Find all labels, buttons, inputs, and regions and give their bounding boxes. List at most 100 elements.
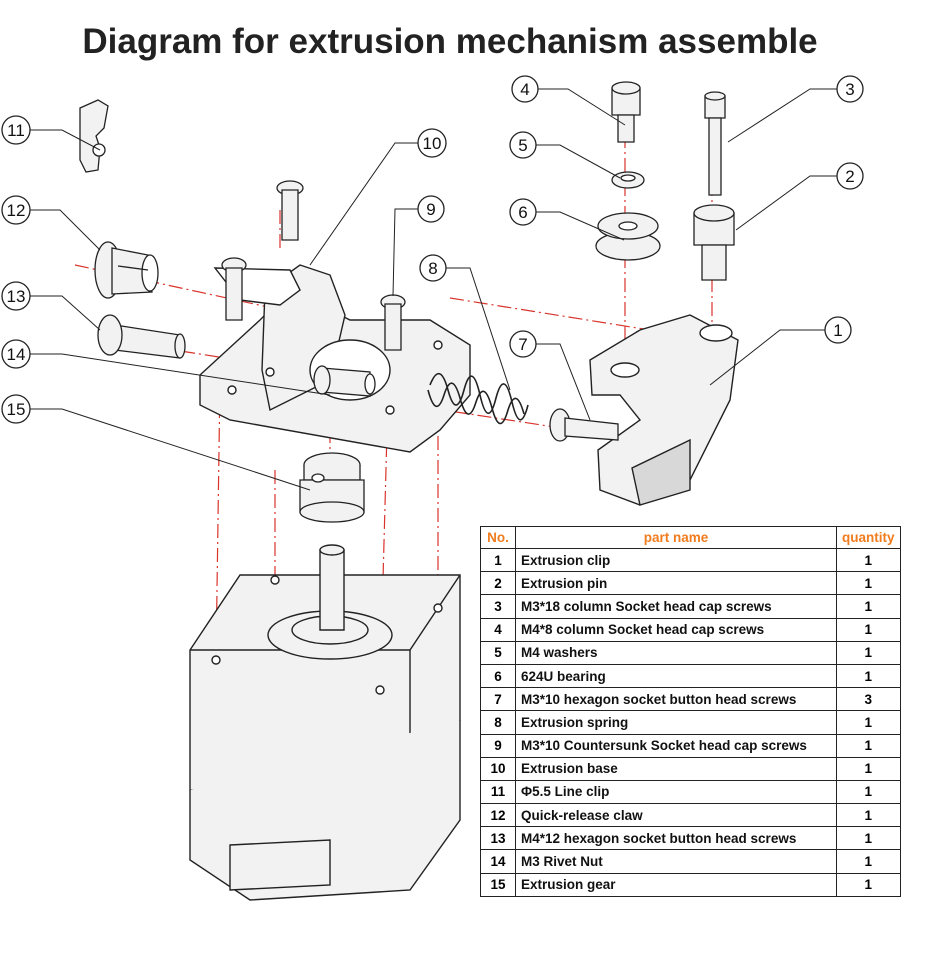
part-quantity: 1 xyxy=(836,663,901,689)
part-12-quick-release-claw xyxy=(94,241,159,299)
leader-lines xyxy=(30,88,837,491)
part-8-extrusion-spring xyxy=(427,372,529,425)
svg-text:3: 3 xyxy=(845,80,854,99)
part-name: M4*12 hexagon socket button head screws xyxy=(515,826,837,851)
header-part-name: part name xyxy=(515,526,837,549)
callout-4: 4 xyxy=(511,75,539,103)
part-name: M3 Rivet Nut xyxy=(515,849,837,874)
callout-15: 15 xyxy=(1,394,31,424)
part-quantity: 1 xyxy=(836,571,901,596)
header-quantity: quantity xyxy=(836,526,901,549)
part-name: M3*18 column Socket head cap screws xyxy=(515,594,837,619)
part-15-extrusion-gear xyxy=(299,452,365,523)
part-number: 15 xyxy=(480,872,516,897)
part-number: 10 xyxy=(480,756,516,781)
callout-12: 12 xyxy=(1,195,31,225)
diagram-title: Diagram for extrusion mechanism assemble xyxy=(82,22,818,61)
header-no: No. xyxy=(480,526,516,549)
part-1-extrusion-clip xyxy=(589,314,739,506)
part-name: Extrusion base xyxy=(515,756,837,781)
part-name: M3*10 hexagon socket button head screws xyxy=(515,687,837,712)
svg-text:9: 9 xyxy=(426,200,435,219)
part-quantity: 1 xyxy=(836,617,901,642)
part-quantity: 1 xyxy=(836,640,901,665)
part-name: Quick-release claw xyxy=(515,803,837,828)
part-quantity: 1 xyxy=(836,594,901,619)
callout-6: 6 xyxy=(509,198,537,226)
part-number: 14 xyxy=(480,849,516,874)
callout-8: 8 xyxy=(419,254,447,282)
part-number: 1 xyxy=(480,547,516,573)
part-name: Extrusion clip xyxy=(515,547,837,573)
part-name: Extrusion spring xyxy=(515,710,837,735)
part-number: 6 xyxy=(480,663,516,689)
part-number: 13 xyxy=(480,826,516,851)
callout-14: 14 xyxy=(1,339,31,369)
part-name: M4 washers xyxy=(515,640,837,665)
part-6-bearing xyxy=(595,212,661,261)
part-quantity: 1 xyxy=(836,710,901,735)
svg-text:5: 5 xyxy=(518,136,527,155)
part-13-button-screw xyxy=(97,314,186,359)
part-number: 9 xyxy=(480,733,516,758)
part-number: 5 xyxy=(480,640,516,665)
part-number: 8 xyxy=(480,710,516,735)
part-quantity: 1 xyxy=(836,826,901,851)
svg-text:2: 2 xyxy=(845,167,854,186)
part-name: M4*8 column Socket head cap screws xyxy=(515,617,837,642)
svg-text:8: 8 xyxy=(428,259,437,278)
callout-7: 7 xyxy=(509,330,537,358)
callout-10: 10 xyxy=(417,128,447,158)
part-name: Φ5.5 Line clip xyxy=(515,779,837,805)
callout-3: 3 xyxy=(836,75,864,103)
svg-text:13: 13 xyxy=(7,287,26,306)
part-14-rivet-nut xyxy=(313,365,376,397)
part-5-washer xyxy=(611,171,645,189)
part-9-countersunk-screws xyxy=(221,180,406,351)
part-11-line-clip xyxy=(79,99,109,173)
part-number: 3 xyxy=(480,594,516,619)
part-4-socket-screw xyxy=(611,81,641,143)
stepper-motor xyxy=(189,544,461,901)
svg-text:7: 7 xyxy=(518,335,527,354)
part-quantity: 1 xyxy=(836,779,901,805)
part-quantity: 3 xyxy=(836,687,901,712)
callout-2: 2 xyxy=(836,162,864,190)
part-quantity: 1 xyxy=(836,756,901,781)
callout-13: 13 xyxy=(1,281,31,311)
callout-9: 9 xyxy=(417,195,445,223)
part-2-extrusion-pin xyxy=(693,204,735,281)
part-name: Extrusion gear xyxy=(515,872,837,897)
svg-text:1: 1 xyxy=(833,321,842,340)
part-number: 2 xyxy=(480,571,516,596)
svg-text:6: 6 xyxy=(518,203,527,222)
svg-text:10: 10 xyxy=(423,134,442,153)
part-number: 12 xyxy=(480,803,516,828)
parts-table-header: No. part name quantity xyxy=(480,526,901,549)
svg-text:4: 4 xyxy=(520,80,529,99)
callout-5: 5 xyxy=(509,131,537,159)
callout-1: 1 xyxy=(824,316,852,344)
part-7-button-screw xyxy=(549,408,619,442)
part-name: 624U bearing xyxy=(515,663,837,689)
part-quantity: 1 xyxy=(836,547,901,573)
part-quantity: 1 xyxy=(836,872,901,897)
svg-text:15: 15 xyxy=(7,400,26,419)
part-number: 11 xyxy=(480,779,516,805)
